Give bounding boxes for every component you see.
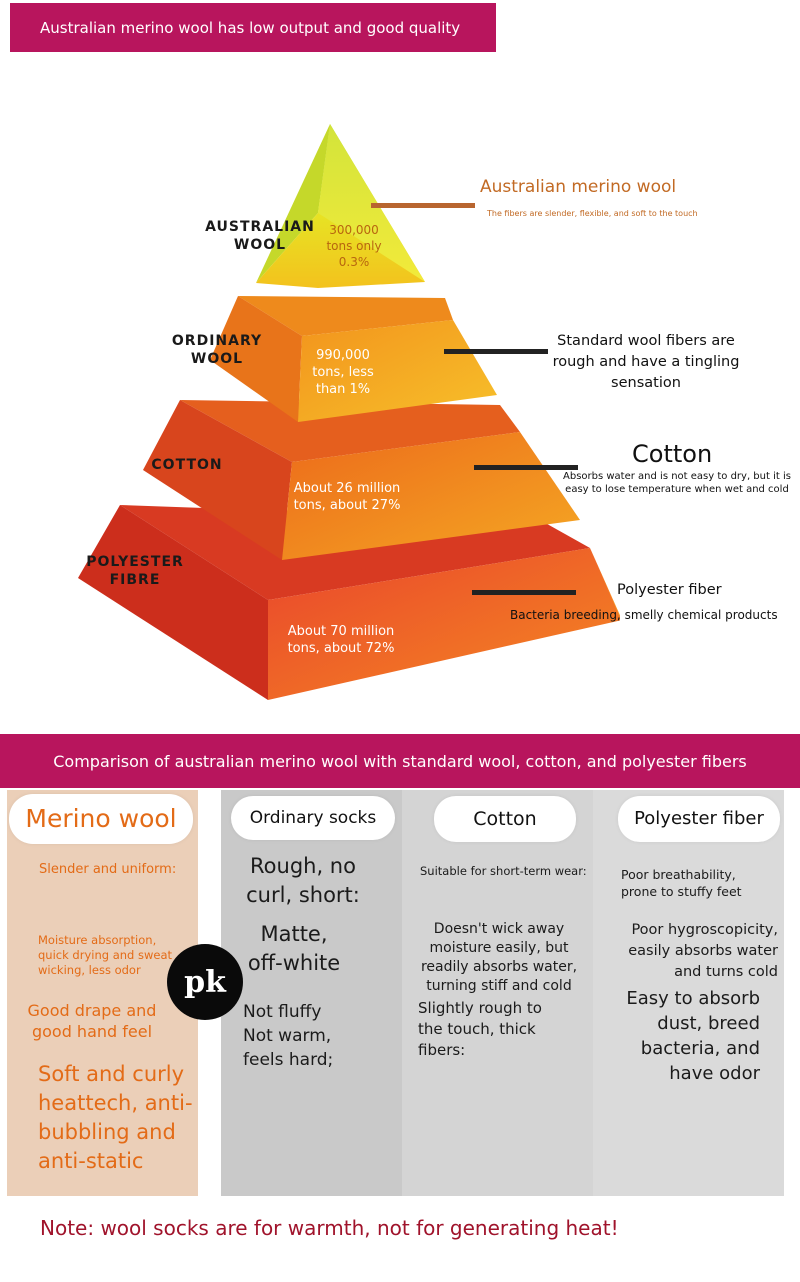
merino-item-1: Slender and uniform: bbox=[39, 862, 177, 877]
text-line: WOOL bbox=[190, 351, 244, 367]
text-line: 990,000 bbox=[316, 348, 370, 363]
tier-stat-polyester: About 70 million tons, about 72% bbox=[276, 623, 406, 657]
polyester-item-1: Poor breathability, prone to stuffy feet bbox=[621, 867, 742, 899]
merino-item-2: Moisture absorption, quick drying and sw… bbox=[38, 933, 173, 977]
tier-label-line: COTTON bbox=[122, 456, 252, 474]
leader-line-ordinary bbox=[444, 349, 548, 354]
footer-note: Note: wool socks are for warmth, not for… bbox=[40, 1216, 619, 1240]
leader-line-polyester bbox=[472, 590, 576, 595]
polyester-item-3: Easy to absorb dust, breed bacteria, and… bbox=[626, 988, 760, 1084]
pk-badge: pk bbox=[167, 944, 243, 1020]
leader-line-australian bbox=[371, 203, 475, 208]
annotation-polyester-subtitle: Bacteria breeding, smelly chemical produ… bbox=[510, 608, 778, 622]
column-ordinary bbox=[221, 790, 402, 1196]
cotton-heading: Cotton bbox=[436, 798, 574, 840]
tier-polyester-front bbox=[268, 548, 620, 700]
text-line: POLYESTER bbox=[86, 554, 184, 570]
tier-polyester-right bbox=[590, 548, 620, 618]
ordinary-item-2: Matte, off-white bbox=[247, 922, 341, 975]
ordinary-heading: Ordinary socks bbox=[233, 798, 393, 838]
text-line: tons, less bbox=[312, 365, 374, 380]
ordinary-item-1: Rough, no curl, short: bbox=[246, 854, 360, 907]
tier-cotton-left bbox=[143, 400, 292, 560]
tier-cotton-top bbox=[180, 400, 520, 462]
text-line: ORDINARY bbox=[171, 333, 263, 349]
text-line: tons, about 72% bbox=[287, 641, 395, 656]
header-title: Australian merino wool has low output an… bbox=[40, 18, 461, 37]
merino-item-4: Soft and curly heattech, anti-bubbling a… bbox=[38, 1062, 193, 1173]
tier-label-line: ORDINARY WOOL bbox=[152, 332, 282, 368]
annotation-polyester-title: Polyester fiber bbox=[617, 582, 722, 598]
tier-stat-line: About 26 million tons, about 27% bbox=[282, 480, 412, 514]
cotton-item-2: Doesn't wick away moisture easily, but r… bbox=[420, 921, 578, 994]
tier-stat-line: About 70 million tons, about 72% bbox=[276, 623, 406, 657]
column-merino bbox=[7, 790, 198, 1196]
tier-cotton-front bbox=[282, 432, 580, 560]
tier-ordinary-left bbox=[210, 296, 302, 422]
comparison-banner: Comparison of australian merino wool wit… bbox=[0, 734, 800, 788]
polyester-heading: Polyester fiber bbox=[620, 798, 778, 840]
ordinary-item-3: Not fluffy Not warm, feels hard; bbox=[243, 1002, 334, 1070]
tier-label-ordinary: ORDINARY WOOL bbox=[152, 332, 282, 368]
text-line: 0.3% bbox=[338, 255, 370, 269]
text-line: AUSTRALIAN bbox=[205, 219, 315, 235]
annotation-australian-title: Australian merino wool bbox=[480, 177, 677, 197]
comparison-title: Comparison of australian merino wool wit… bbox=[53, 751, 747, 771]
text-line: FIBRE bbox=[109, 572, 161, 588]
tier-label-line: AUSTRALIAN WOOL bbox=[195, 218, 325, 254]
tier-label-line: POLYESTER FIBRE bbox=[70, 553, 200, 589]
polyester-item-2: Poor hygroscopicity, easily absorbs wate… bbox=[628, 922, 778, 980]
text-line: COTTON bbox=[151, 457, 223, 473]
pk-badge-text: pk bbox=[184, 964, 226, 1000]
tier-label-australian: AUSTRALIAN WOOL bbox=[195, 218, 325, 254]
text-line: 300,000 bbox=[329, 223, 379, 237]
tier-stat-line: 990,000 tons, less than 1% bbox=[300, 347, 386, 398]
tier-stat-cotton: About 26 million tons, about 27% bbox=[282, 480, 412, 514]
annotation-ordinary-title: Standard wool fibers are rough and have … bbox=[552, 333, 740, 391]
annotation-cotton-title: Cotton bbox=[632, 440, 713, 468]
merino-item-3: Good drape and good hand feel bbox=[27, 1001, 157, 1041]
fiber-pyramid bbox=[78, 124, 620, 700]
text-line: About 70 million bbox=[287, 624, 395, 639]
text-line: tons, about 27% bbox=[293, 498, 401, 513]
tier-ordinary-front bbox=[298, 320, 497, 422]
annotation-australian-subtitle: The fibers are slender, flexible, and so… bbox=[487, 209, 698, 218]
tier-label-cotton: COTTON bbox=[122, 456, 252, 474]
tier-stat-ordinary: 990,000 tons, less than 1% bbox=[300, 347, 386, 398]
merino-heading: Merino wool bbox=[11, 796, 191, 842]
column-polyester bbox=[593, 790, 784, 1196]
tier-polyester-left bbox=[78, 505, 268, 700]
text-line: than 1% bbox=[315, 382, 371, 397]
leader-line-cotton bbox=[474, 465, 578, 470]
tier-ordinary-top bbox=[238, 296, 453, 336]
tier-label-polyester: POLYESTER FIBRE bbox=[70, 553, 200, 589]
text-line: tons only bbox=[326, 239, 382, 253]
text-line: WOOL bbox=[233, 237, 287, 253]
header-banner: Australian merino wool has low output an… bbox=[10, 3, 496, 52]
tier-stat-australian: 300,000 tons only 0.3% bbox=[318, 222, 390, 270]
tier-australian-left bbox=[256, 124, 330, 283]
text-line: About 26 million bbox=[293, 481, 401, 496]
tier-stat-line: 300,000 tons only 0.3% bbox=[318, 222, 390, 270]
annotation-cotton-subtitle: Absorbs water and is not easy to dry, bu… bbox=[563, 471, 791, 495]
column-cotton bbox=[402, 790, 593, 1196]
cotton-item-1: Suitable for short-term wear: bbox=[420, 864, 587, 878]
cotton-item-3: Slightly rough to the touch, thick fiber… bbox=[418, 999, 542, 1059]
